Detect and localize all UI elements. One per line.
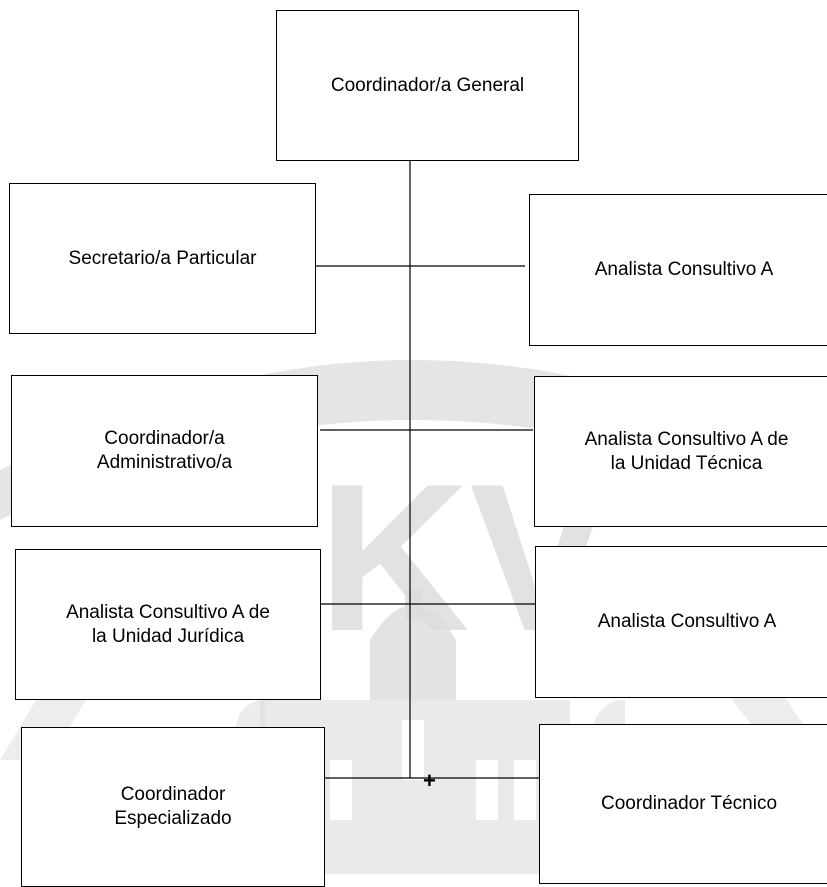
box-analista-unidad-juridica: Analista Consultivo A de la Unidad Juríd…: [15, 549, 321, 700]
label-coordinador-general: Coordinador/a General: [330, 74, 525, 96]
box-coordinador-general: Coordinador/a General: [276, 10, 579, 161]
box-analista-consultivo-1: Analista Consultivo A: [529, 194, 827, 346]
label-analista-unidad-juridica: Analista Consultivo A de la Unidad Juríd…: [66, 601, 270, 647]
box-analista-consultivo-2: Analista Consultivo A: [535, 546, 827, 698]
label-coordinador-especializado: Coordinador Especializado: [114, 784, 232, 829]
label-analista-unidad-tecnica: Analista Consultivo A de la Unidad Técni…: [584, 428, 789, 474]
label-analista-consultivo-2: Analista Consultivo A: [597, 611, 777, 633]
label-coordinador-tecnico: Coordinador Técnico: [600, 793, 778, 815]
label-secretario-particular: Secretario/a Particular: [68, 247, 257, 269]
box-coordinador-tecnico: Coordinador Técnico: [539, 724, 827, 884]
box-coordinador-administrativo: Coordinador/a Administrativo/a: [11, 375, 318, 527]
box-secretario-particular: Secretario/a Particular: [9, 183, 316, 334]
box-analista-unidad-tecnica: Analista Consultivo A de la Unidad Técni…: [534, 376, 827, 527]
label-analista-consultivo-1: Analista Consultivo A: [594, 259, 774, 281]
connector-plus-marker: +: [423, 768, 436, 793]
box-coordinador-especializado: Coordinador Especializado: [21, 727, 325, 887]
label-coordinador-administrativo: Coordinador/a Administrativo/a: [96, 428, 233, 473]
